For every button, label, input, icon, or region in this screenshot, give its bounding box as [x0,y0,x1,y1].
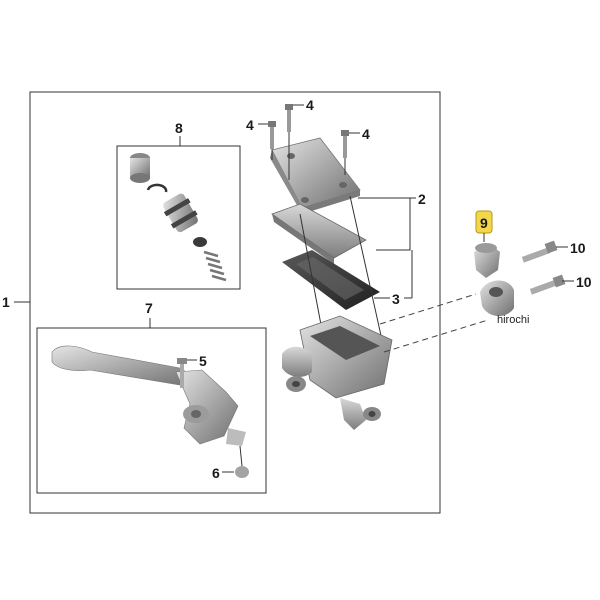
label-6: 6 [212,465,220,481]
label-4a: 4 [306,97,314,113]
reservoir-cover [270,137,380,310]
subassembly-frame-8 [116,145,241,290]
label-2: 2 [418,191,426,207]
subassembly-frame-7 [36,327,267,494]
screw-4b [268,121,276,149]
master-cylinder-body [282,315,393,430]
clamp-9 [474,243,514,317]
watermark: hirochi [497,314,529,326]
piston-kit [130,153,227,282]
assembly-frame [29,91,441,514]
brake-lever [51,345,249,478]
label-10a: 10 [570,240,586,256]
screw-4a [285,104,293,132]
label-8: 8 [175,120,183,136]
label-3: 3 [392,291,400,307]
screw-4c [341,130,349,158]
label-10b: 10 [576,274,592,290]
label-1: 1 [2,294,10,310]
label-9: 9 [480,215,488,231]
label-4c: 4 [362,126,370,142]
bolt-10a [521,240,558,263]
label-7: 7 [145,300,153,316]
label-4b: 4 [246,117,254,133]
label-5: 5 [199,353,207,369]
bolt-10b [529,274,566,295]
